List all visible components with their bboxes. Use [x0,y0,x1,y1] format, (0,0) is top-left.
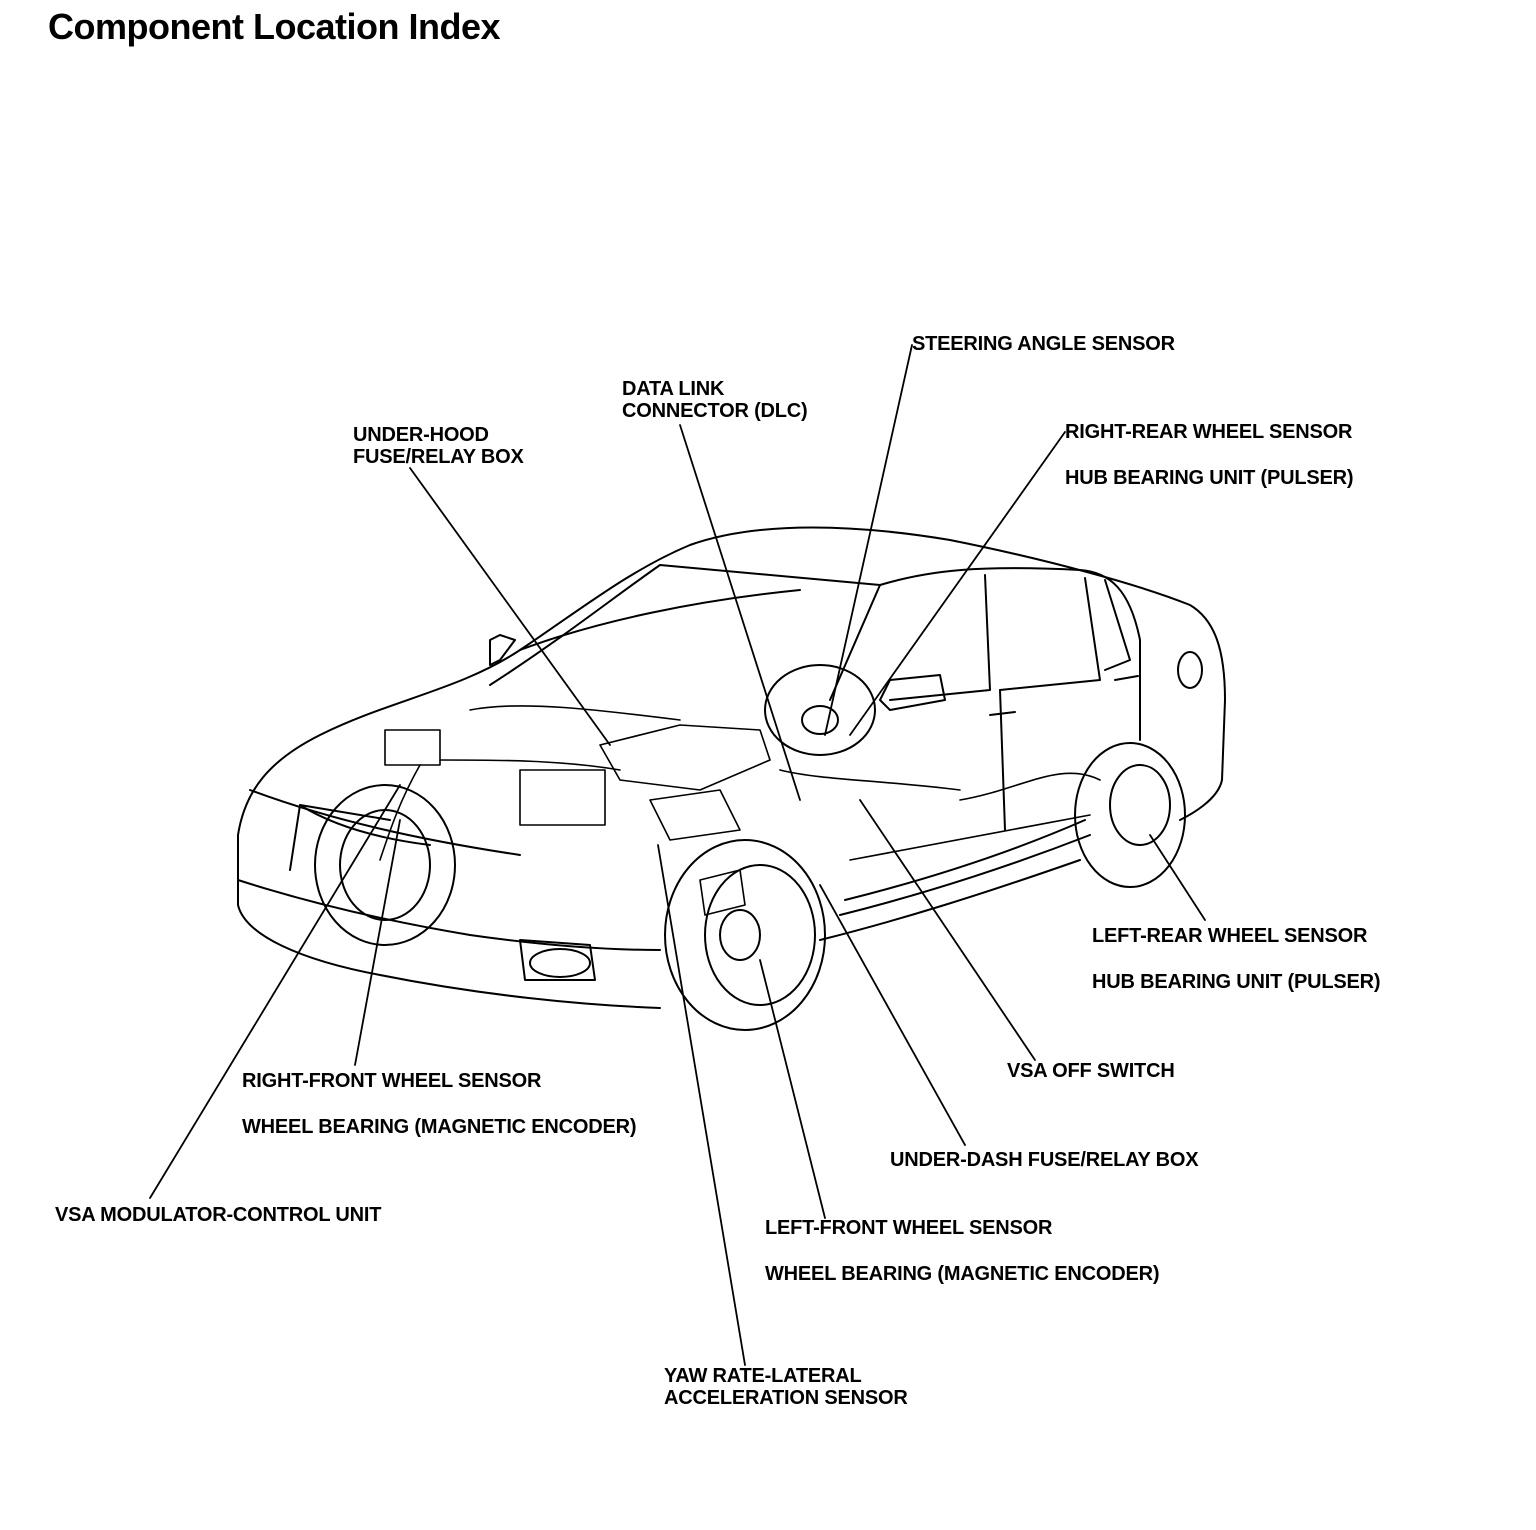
label-text: STEERING ANGLE SENSOR [912,333,1175,355]
label-text: DATA LINK [622,378,725,400]
label-yaw-rate-lateral-acceleration-sensor: YAW RATE-LATERAL ACCELERATION SENSOR [664,1365,908,1409]
label-text: HUB BEARING UNIT (PULSER) [1065,467,1354,489]
label-text: LEFT-FRONT WHEEL SENSOR [765,1217,1053,1239]
engine-bay-components [379,705,1101,916]
label-under-hood-fuse-relay-box: UNDER-HOOD FUSE/RELAY BOX [353,424,524,468]
label-right-front-wheel-sensor: RIGHT-FRONT WHEEL SENSOR WHEEL BEARING (… [242,1070,637,1138]
label-text: VSA MODULATOR-CONTROL UNIT [55,1204,382,1226]
page-title: Component Location Index [48,6,501,47]
label-vsa-modulator-control-unit: VSA MODULATOR-CONTROL UNIT [55,1204,381,1226]
label-text: WHEEL BEARING (MAGNETIC ENCODER) [765,1263,1160,1285]
label-text: FUSE/RELAY BOX [353,446,524,468]
label-text: ACCELERATION SENSOR [664,1387,908,1409]
label-text: RIGHT-REAR WHEEL SENSOR [1065,421,1353,443]
label-text: UNDER-HOOD [353,424,489,446]
label-steering-angle-sensor: STEERING ANGLE SENSOR [912,333,1175,355]
label-text: LEFT-REAR WHEEL SENSOR [1092,925,1368,947]
label-text: VSA OFF SWITCH [1007,1060,1175,1082]
leader-lines [149,344,1206,1366]
label-left-front-wheel-sensor: LEFT-FRONT WHEEL SENSOR WHEEL BEARING (M… [765,1217,1160,1285]
steering-wheel [764,664,876,756]
label-left-rear-wheel-sensor: LEFT-REAR WHEEL SENSOR HUB BEARING UNIT … [1092,925,1381,993]
label-text: WHEEL BEARING (MAGNETIC ENCODER) [242,1116,637,1138]
car-body-outline [237,526,1226,1009]
label-text: YAW RATE-LATERAL [664,1365,862,1387]
label-text: UNDER-DASH FUSE/RELAY BOX [890,1149,1199,1171]
label-text: RIGHT-FRONT WHEEL SENSOR [242,1070,542,1092]
label-under-dash-fuse-relay-box: UNDER-DASH FUSE/RELAY BOX [890,1149,1199,1171]
label-text: CONNECTOR (DLC) [622,400,808,422]
label-right-rear-wheel-sensor: RIGHT-REAR WHEEL SENSOR HUB BEARING UNIT… [1065,421,1354,489]
label-data-link-connector: DATA LINK CONNECTOR (DLC) [622,378,808,422]
label-vsa-off-switch: VSA OFF SWITCH [1007,1060,1175,1082]
label-text: HUB BEARING UNIT (PULSER) [1092,971,1381,993]
